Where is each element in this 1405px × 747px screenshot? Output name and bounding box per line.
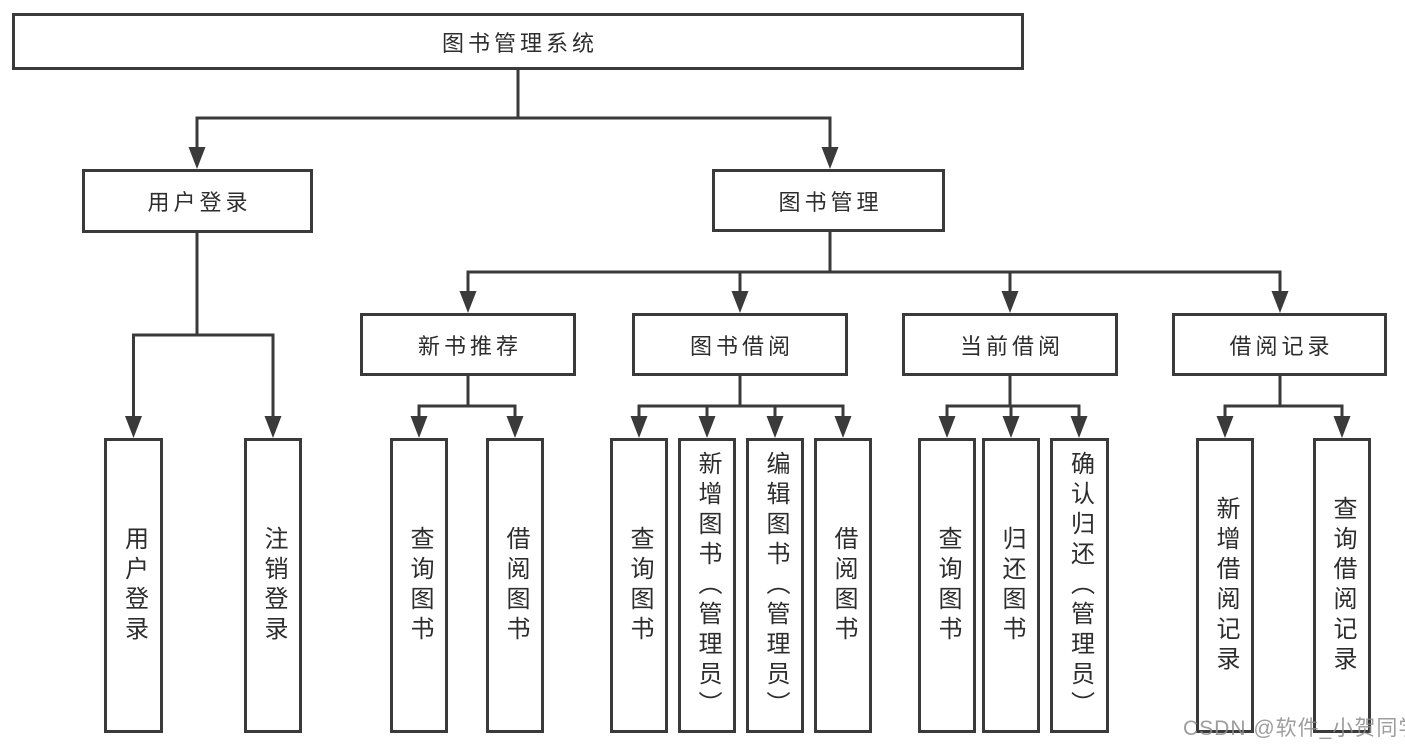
csdn-watermark: CSDN @软件_小贺同学 — [1183, 717, 1405, 740]
leaf-return-books: 归还图书 — [982, 438, 1040, 733]
node-current-borrowing: 当前借阅 — [902, 313, 1118, 376]
leaf-borrow-books-borrowing: 借阅图书 — [814, 438, 872, 733]
node-borrowing-records: 借阅记录 — [1172, 313, 1387, 376]
leaf-query-borrow-record: 查询借阅记录 — [1313, 438, 1371, 733]
node-user-login: 用户登录 — [82, 169, 313, 233]
leaf-query-books-recommend: 查询图书 — [390, 438, 448, 733]
leaf-query-books-current: 查询图书 — [918, 438, 976, 733]
leaf-confirm-return-admin: 确认归还（管理员） — [1050, 438, 1109, 733]
arrowhead-icons — [125, 147, 1351, 438]
leaf-query-books-borrowing: 查询图书 — [610, 438, 668, 733]
node-new-book-recommendation: 新书推荐 — [360, 313, 576, 376]
node-book-borrowing: 图书借阅 — [632, 313, 848, 376]
node-library-management-system: 图书管理系统 — [12, 13, 1024, 70]
leaf-edit-book-admin: 编辑图书（管理员） — [746, 438, 804, 733]
leaf-logout: 注销登录 — [244, 438, 302, 733]
node-book-management: 图书管理 — [712, 169, 945, 232]
leaf-add-borrow-record: 新增借阅记录 — [1196, 438, 1254, 733]
leaf-add-book-admin: 新增图书（管理员） — [678, 438, 736, 733]
leaf-user-login: 用户登录 — [104, 438, 163, 733]
leaf-borrow-books-recommend: 借阅图书 — [486, 438, 544, 733]
